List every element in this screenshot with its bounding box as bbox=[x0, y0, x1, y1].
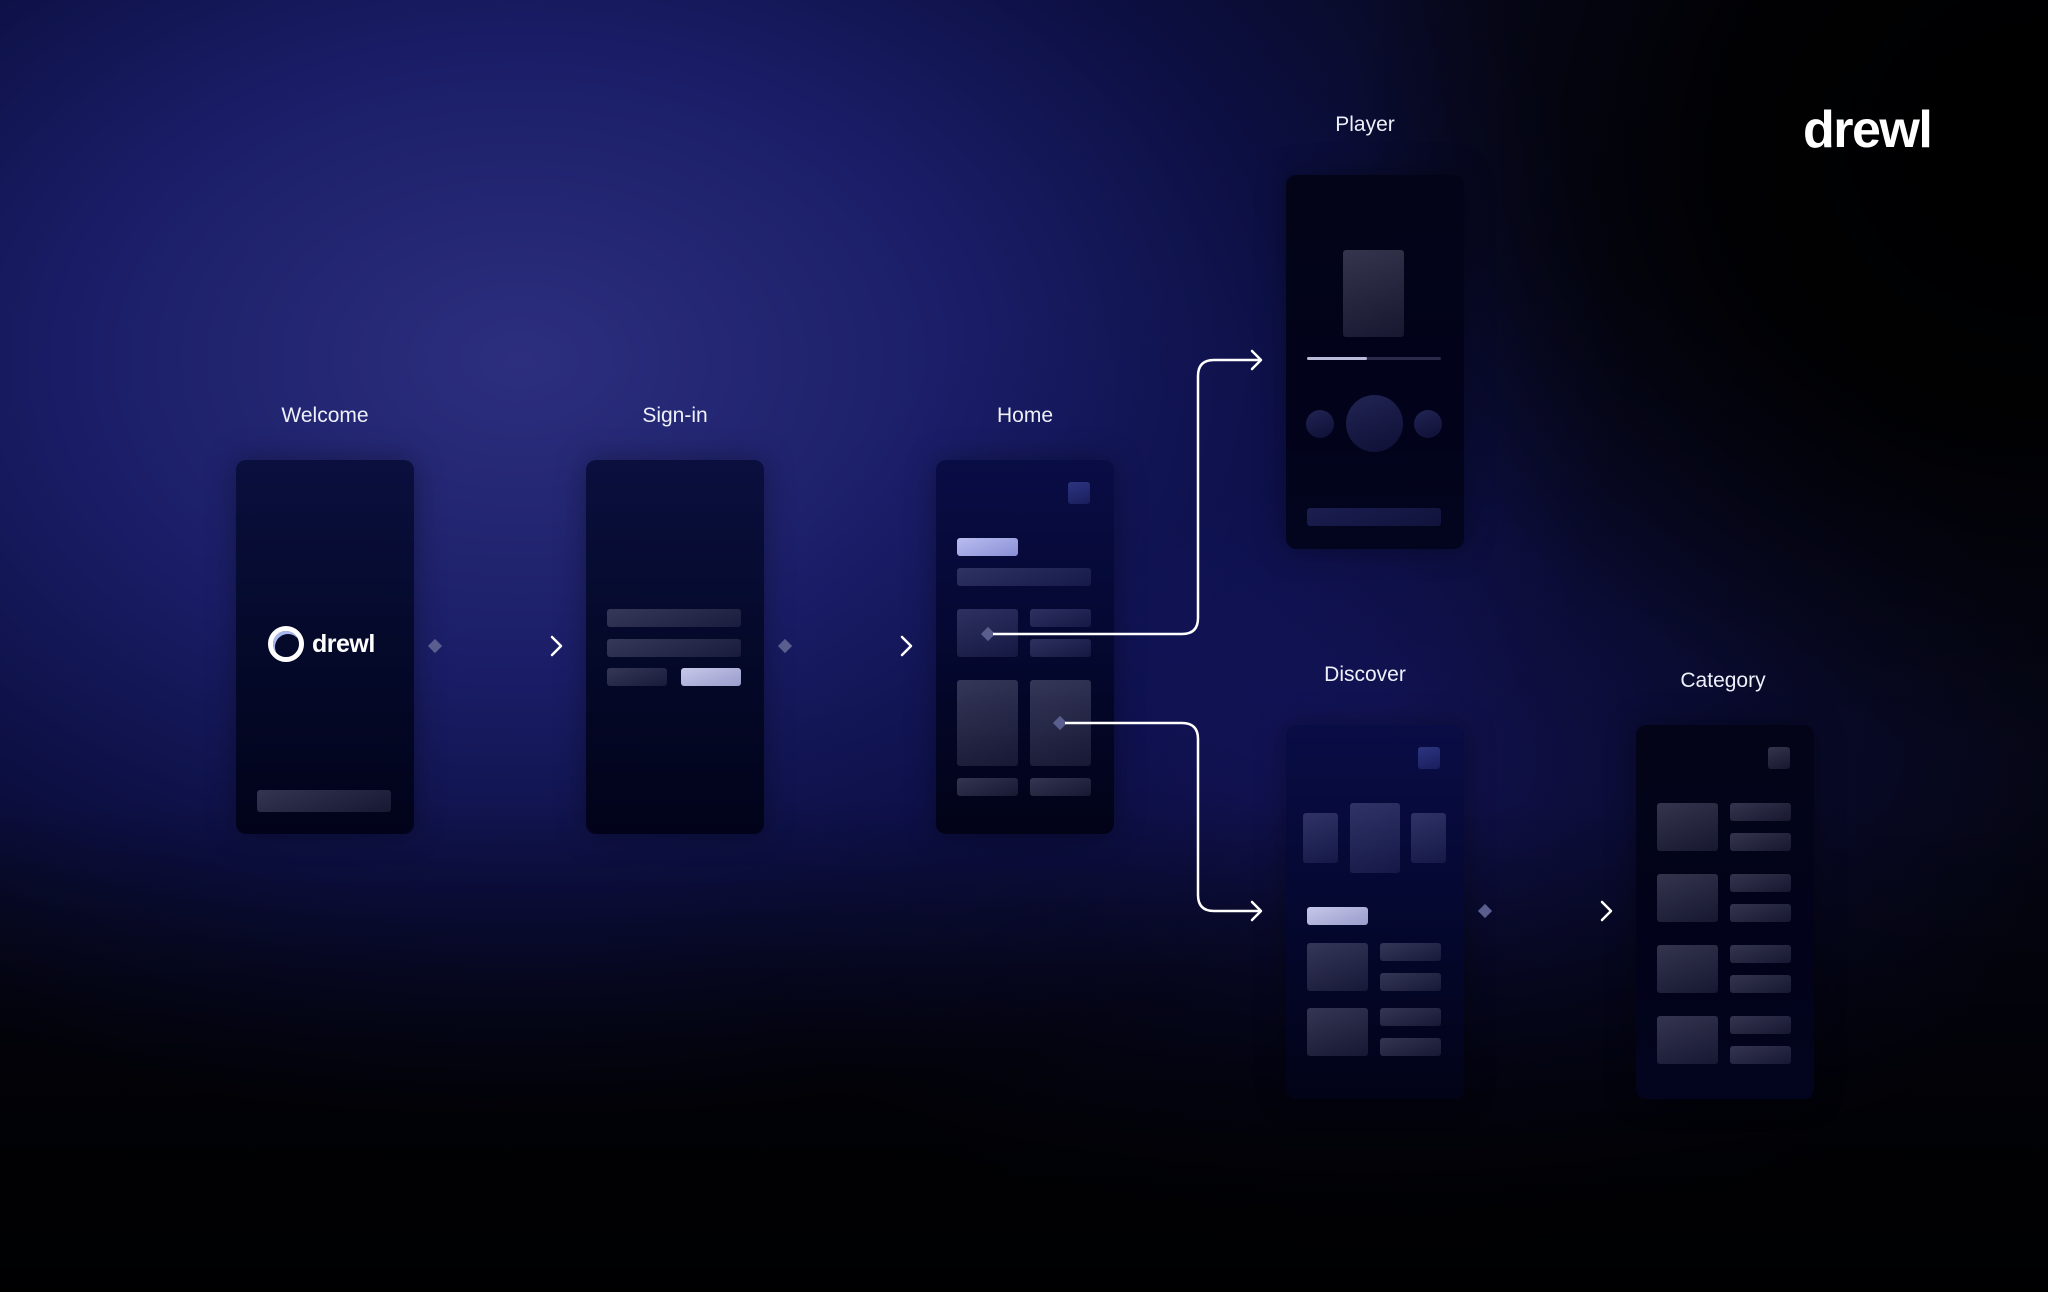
screen-label-discover: Discover bbox=[1324, 663, 1406, 686]
screen-label-sign-in: Sign-in bbox=[642, 404, 708, 427]
home-tile-2 bbox=[1030, 680, 1091, 766]
drewl-ring-icon bbox=[268, 626, 304, 662]
home-avatar-placeholder bbox=[1068, 482, 1090, 504]
home-search-placeholder bbox=[957, 568, 1091, 586]
discover-item-text-1b bbox=[1380, 973, 1441, 991]
screen-label-player: Player bbox=[1335, 113, 1395, 136]
category-item-text-3a bbox=[1730, 945, 1791, 963]
discover-item-text-1a bbox=[1380, 943, 1441, 961]
screen-label-home: Home bbox=[996, 404, 1054, 427]
screen-frame-welcome[interactable]: drewl bbox=[236, 460, 414, 834]
player-previous-button-placeholder bbox=[1306, 410, 1334, 438]
discover-carousel-right bbox=[1411, 813, 1446, 863]
player-album-art-placeholder bbox=[1343, 250, 1404, 337]
category-item-text-4a bbox=[1730, 1016, 1791, 1034]
category-avatar-placeholder bbox=[1768, 747, 1790, 769]
screen-frame-sign-in[interactable] bbox=[586, 460, 764, 834]
discover-item-text-2a bbox=[1380, 1008, 1441, 1026]
screen-frame-category[interactable] bbox=[1636, 725, 1814, 1099]
screen-label-category: Category bbox=[1680, 669, 1766, 692]
player-play-button-placeholder bbox=[1346, 395, 1403, 452]
player-progress-track bbox=[1307, 357, 1441, 360]
discover-carousel-left bbox=[1303, 813, 1338, 863]
category-item-text-1b bbox=[1730, 833, 1791, 851]
screen-frame-discover[interactable] bbox=[1286, 725, 1464, 1099]
category-item-thumb-1 bbox=[1657, 803, 1718, 851]
player-bottom-bar-placeholder bbox=[1307, 508, 1441, 526]
category-item-text-1a bbox=[1730, 803, 1791, 821]
home-tile-caption-1 bbox=[957, 778, 1018, 796]
category-item-text-2b bbox=[1730, 904, 1791, 922]
category-item-thumb-2 bbox=[1657, 874, 1718, 922]
signin-input-placeholder-2 bbox=[607, 639, 741, 657]
category-item-thumb-3 bbox=[1657, 945, 1718, 993]
welcome-cta-button-placeholder bbox=[257, 790, 391, 812]
brand-logo: drewl bbox=[1803, 101, 1933, 159]
home-card-text-1a bbox=[1030, 609, 1091, 627]
signin-primary-button-placeholder bbox=[681, 668, 741, 686]
discover-avatar-placeholder bbox=[1418, 747, 1440, 769]
category-item-thumb-4 bbox=[1657, 1016, 1718, 1064]
player-next-button-placeholder bbox=[1414, 410, 1442, 438]
screen-label-welcome: Welcome bbox=[281, 404, 369, 427]
discover-item-text-2b bbox=[1380, 1038, 1441, 1056]
category-item-text-3b bbox=[1730, 975, 1791, 993]
discover-item-thumb-2 bbox=[1307, 1008, 1368, 1056]
category-item-text-4b bbox=[1730, 1046, 1791, 1064]
discover-item-thumb-1 bbox=[1307, 943, 1368, 991]
home-tile-1 bbox=[957, 680, 1018, 766]
signin-secondary-button-placeholder bbox=[607, 668, 667, 686]
screen-frame-player[interactable] bbox=[1286, 175, 1464, 549]
welcome-logo: drewl bbox=[268, 626, 375, 662]
discover-section-heading-placeholder bbox=[1307, 907, 1368, 925]
home-heading-placeholder bbox=[957, 538, 1018, 556]
home-tile-caption-2 bbox=[1030, 778, 1091, 796]
signin-input-placeholder-1 bbox=[607, 609, 741, 627]
category-item-text-2a bbox=[1730, 874, 1791, 892]
home-card-thumb-1 bbox=[957, 609, 1018, 657]
home-card-text-1b bbox=[1030, 639, 1091, 657]
discover-carousel-center bbox=[1350, 803, 1400, 873]
welcome-logo-text: drewl bbox=[312, 629, 375, 658]
screen-frame-home[interactable] bbox=[936, 460, 1114, 834]
player-progress-fill bbox=[1307, 357, 1367, 360]
